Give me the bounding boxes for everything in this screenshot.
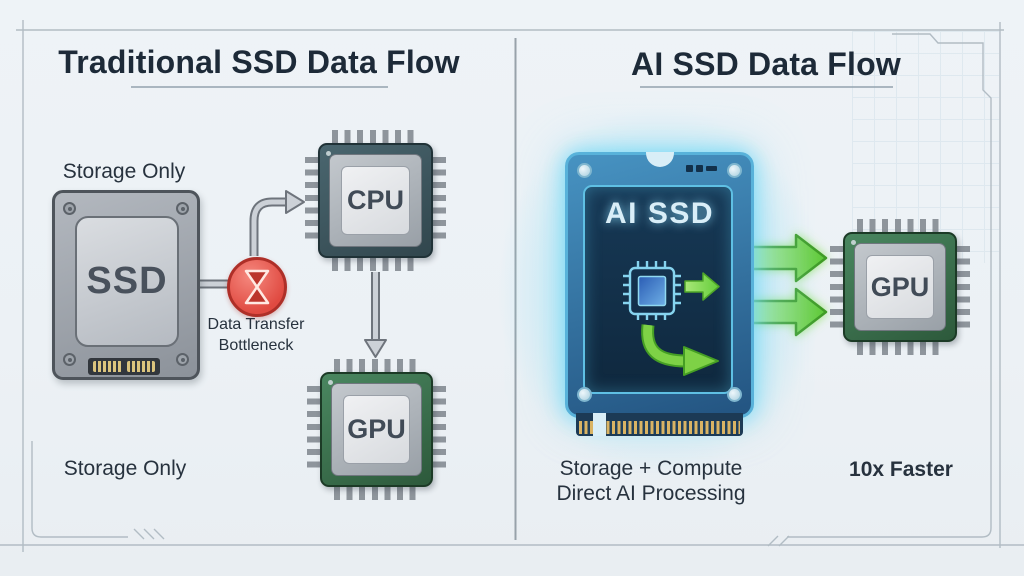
bottleneck-icon: [227, 257, 287, 317]
gold-pins: [579, 421, 740, 434]
component-marking: [686, 165, 693, 172]
chip-body: CPU: [318, 143, 433, 258]
chip-pins: [857, 219, 943, 232]
pin1-dot: [328, 380, 333, 385]
hourglass-glyph-icon: [244, 269, 270, 305]
screw-icon: [176, 353, 189, 366]
chip-pins: [334, 487, 419, 500]
right-panel-title: AI SSD Data Flow: [631, 46, 901, 82]
gpu-label: GPU: [347, 414, 406, 444]
component-marking: [706, 166, 717, 171]
m2-connector-icon: [576, 413, 743, 436]
ssd-connector-pins-icon: [88, 358, 160, 375]
chip-pins: [857, 342, 943, 355]
chip-pins: [334, 359, 419, 372]
ai-ssd-internal-graphics: [623, 261, 720, 376]
component-marking: [696, 165, 703, 172]
chip-pins: [433, 386, 446, 473]
ssd-label: SSD: [86, 260, 168, 302]
pin1-dot: [326, 151, 331, 156]
speed-badge: 10x Faster: [849, 458, 953, 481]
frame-lines: [0, 20, 1024, 552]
cpu-label: CPU: [346, 185, 404, 215]
screw-icon: [63, 202, 76, 215]
chip-pins: [332, 130, 419, 143]
flow-arrow-bottleneck-to-cpu-icon: [249, 190, 305, 256]
processor-glyph-icon: [623, 261, 681, 320]
gold-pins: [93, 361, 122, 372]
cpu-chip-icon: CPU: [305, 130, 446, 271]
storage-only-top-label: Storage Only: [62, 160, 186, 183]
curved-flow-arrow-icon: [641, 324, 719, 376]
flow-arrow-cpu-to-gpu-icon: [364, 272, 387, 358]
chip-pins: [307, 386, 320, 473]
left-title-underline: [131, 86, 388, 88]
screw-icon: [727, 387, 742, 402]
chip-pins: [332, 258, 419, 271]
ai-ssd-card-icon: AI SSD: [565, 152, 754, 436]
gpu-chip-right-icon: GPU: [830, 219, 970, 355]
screw-icon: [577, 163, 592, 178]
left-panel-title: Traditional SSD Data Flow: [58, 44, 460, 80]
right-title-underline: [640, 86, 893, 88]
card-notch: [645, 152, 674, 167]
chip-body: GPU: [320, 372, 433, 487]
gpu-chip-left-icon: GPU: [307, 359, 446, 500]
chip-pins: [830, 246, 843, 328]
ssd-drive-icon: SSD: [52, 190, 200, 380]
ai-ssd-caption: Storage + Compute Direct AI Processing: [556, 457, 746, 505]
screw-icon: [727, 163, 742, 178]
gpu-label: GPU: [870, 271, 930, 302]
chip-die: CPU: [341, 166, 410, 235]
screw-icon: [577, 387, 592, 402]
chip-body: GPU: [843, 232, 957, 342]
chip-pins: [433, 157, 446, 244]
screw-icon: [63, 353, 76, 366]
screw-icon: [176, 202, 189, 215]
chip-die: GPU: [866, 255, 934, 319]
connector-key-notch: [593, 413, 606, 436]
chip-die: GPU: [343, 395, 410, 464]
gold-pins: [126, 361, 155, 372]
ssd-panel: SSD: [75, 216, 179, 347]
chip-pins: [957, 246, 970, 328]
storage-only-bottom-label: Storage Only: [63, 457, 187, 480]
small-flow-arrow-icon: [684, 272, 720, 301]
bottleneck-label: Data Transfer Bottleneck: [207, 316, 305, 354]
ai-ssd-label: AI SSD: [604, 197, 715, 230]
chip-pins: [305, 157, 318, 244]
pin1-dot: [851, 240, 856, 245]
